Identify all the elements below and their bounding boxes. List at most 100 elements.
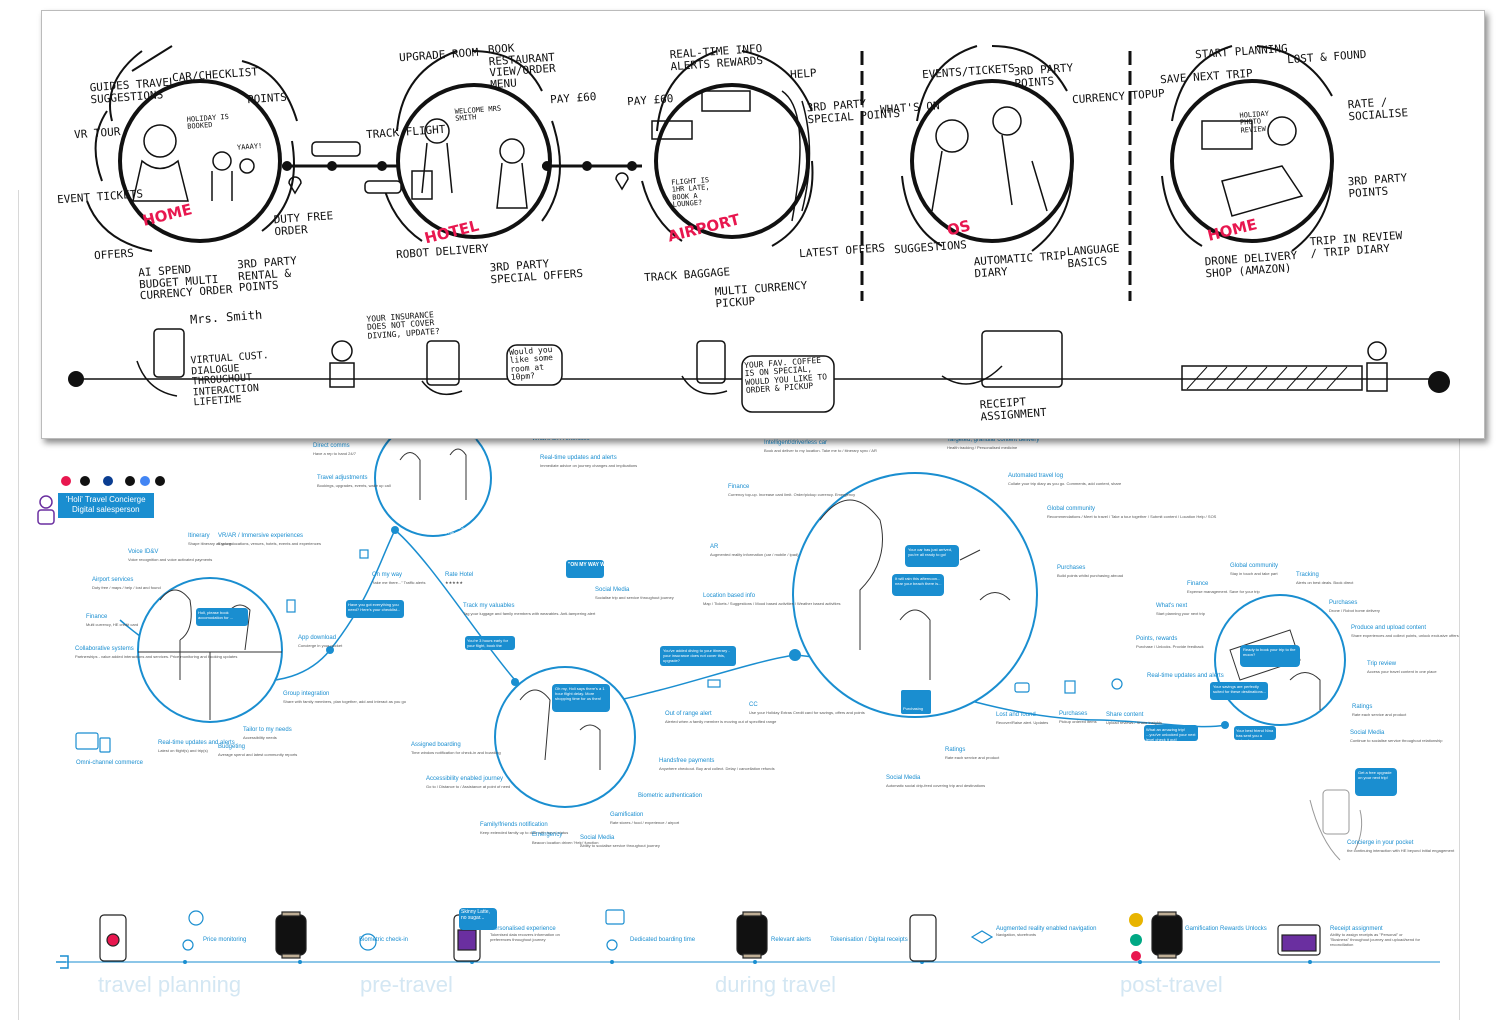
mid-notes-2: On my way"take me there..." Traffic aler… (372, 572, 425, 585)
bubble-6: It will rain this afternoon... near your… (895, 576, 942, 586)
concierge-subtitle: Digital salesperson (71, 505, 140, 515)
note-title: Social Media (595, 587, 630, 593)
bubble-7: What an amazing trip! ...you've unlocked… (1146, 727, 1196, 742)
note-title: Out of range alert (665, 711, 712, 717)
timeline-item-body: Navigation, storefronts (996, 932, 1037, 938)
note-body: Multi currency, HE credit card (86, 621, 139, 627)
concierge-badge: 'Holi' Travel Concierge Digital salesper… (58, 493, 154, 518)
note-title: Real-time updates and alerts (540, 455, 617, 461)
note-body: Explore locations, venues, hotels, event… (218, 540, 321, 546)
note-title: Handsfree payments (659, 758, 715, 764)
exit-icon (56, 955, 69, 969)
bottom-devices (99, 911, 1321, 962)
note-title: VR/AR / Immersive experiences (218, 533, 304, 539)
note-title: Intelligent/driverless car (764, 440, 828, 446)
sketch-hotel-label-1: BOOK RESTAURANT VIEW/ORDER MENU (487, 41, 557, 91)
bubble-13: waiting for you at reception (446, 437, 477, 447)
note-title: Ratings (945, 747, 966, 753)
phase-post-travel: post-travel (1120, 972, 1223, 997)
phase-travel-planning: travel planning (98, 972, 242, 997)
note-title: Tracking (1296, 572, 1319, 578)
note-title: Ratings (1352, 704, 1373, 710)
sketch-airport-bubble-0: FLIGHT IS 1HR LATE, BOOK A LOUNGE? (670, 176, 710, 209)
timeline-item-title: Biometric check-in (359, 937, 409, 943)
sketch-home2-bubble-0: HOLIDAY PHOTO REVIEW (1239, 109, 1270, 135)
note-body: Socialise trip and service throughout jo… (595, 594, 674, 600)
bubble-1: Have you got everything you need? Here's… (348, 602, 401, 612)
note-body: Augmented reality information (car / mob… (710, 551, 799, 557)
note-body: Recommendations / Meet to travel / Take … (1047, 513, 1217, 519)
note-body: Rate each service and product (1352, 711, 1407, 717)
note-title: Finance (728, 484, 750, 490)
note-title: Budgeting (218, 744, 246, 750)
note-body: Accessibility needs (243, 734, 277, 740)
note-title: Global community (1047, 506, 1096, 512)
note-title: Real-time updates and alerts (1147, 673, 1224, 679)
note-body: "take me there..." Traffic alerts (372, 579, 426, 585)
sketch-timeline-note-4: YOUR FAV. COFFEE IS ON SPECIAL, WOULD YO… (743, 355, 828, 396)
note-body: Recover/Raise alert. Updates (996, 719, 1049, 725)
note-title: Purchases (1329, 600, 1358, 606)
note-body: Drone / Robot home delivery (1329, 607, 1380, 613)
note-body: Go to / Distance to / Assistance at poin… (426, 783, 511, 789)
note-body: Bookings, upgrades, events, wake up call (317, 482, 391, 488)
note-title: CC (749, 702, 758, 708)
note-body: Continue to socialise service throughout… (1350, 737, 1443, 743)
note-title: Automated travel log (1008, 473, 1064, 479)
timeline-start-dot (68, 371, 84, 387)
note-body: Book and deliver to my location. Take me… (764, 447, 877, 453)
note-title: Assigned boarding (411, 742, 461, 748)
note-title: Family/friends notification (480, 822, 548, 828)
note-title: App download (298, 635, 337, 641)
note-body: Purchase / Unlocks. Provide feedback (1136, 643, 1204, 649)
note-title: Tailor to my needs (243, 727, 292, 733)
note-title: What's on / Amenities (532, 436, 590, 442)
note-title: Itinerary (188, 533, 210, 539)
note-body: Build points whilst purchasing abroad (1057, 572, 1124, 578)
note-title: Lost and found (996, 712, 1036, 718)
note-title: Global community (1230, 563, 1279, 569)
bubble-5: Your car has just arrived, you're all re… (908, 547, 953, 557)
watch-bubble: Skinny Latte, no sugar... (461, 909, 490, 922)
note-title: Omni-channel commerce (76, 760, 144, 766)
note-body: Map / Tickets / Suggestions / Mood based… (703, 600, 841, 606)
timeline-item-title: Price monitoring (203, 937, 247, 943)
note-title: Social Media (1350, 730, 1385, 736)
note-title: Social Media (886, 775, 921, 781)
note-title: Real-time updates and alerts (158, 740, 235, 746)
note-body: Expense management. Save for your trip (1187, 588, 1260, 594)
note-title: Social Media (580, 835, 615, 841)
note-title: Collaborative systems (75, 646, 134, 652)
note-title: On my way (372, 572, 403, 578)
left-notes-10: Omni-channel commerce (76, 760, 143, 768)
note-body: Time window notification for check-in an… (411, 749, 501, 755)
timeline-item-5: Tokenisation / Digital receipts (830, 937, 908, 944)
